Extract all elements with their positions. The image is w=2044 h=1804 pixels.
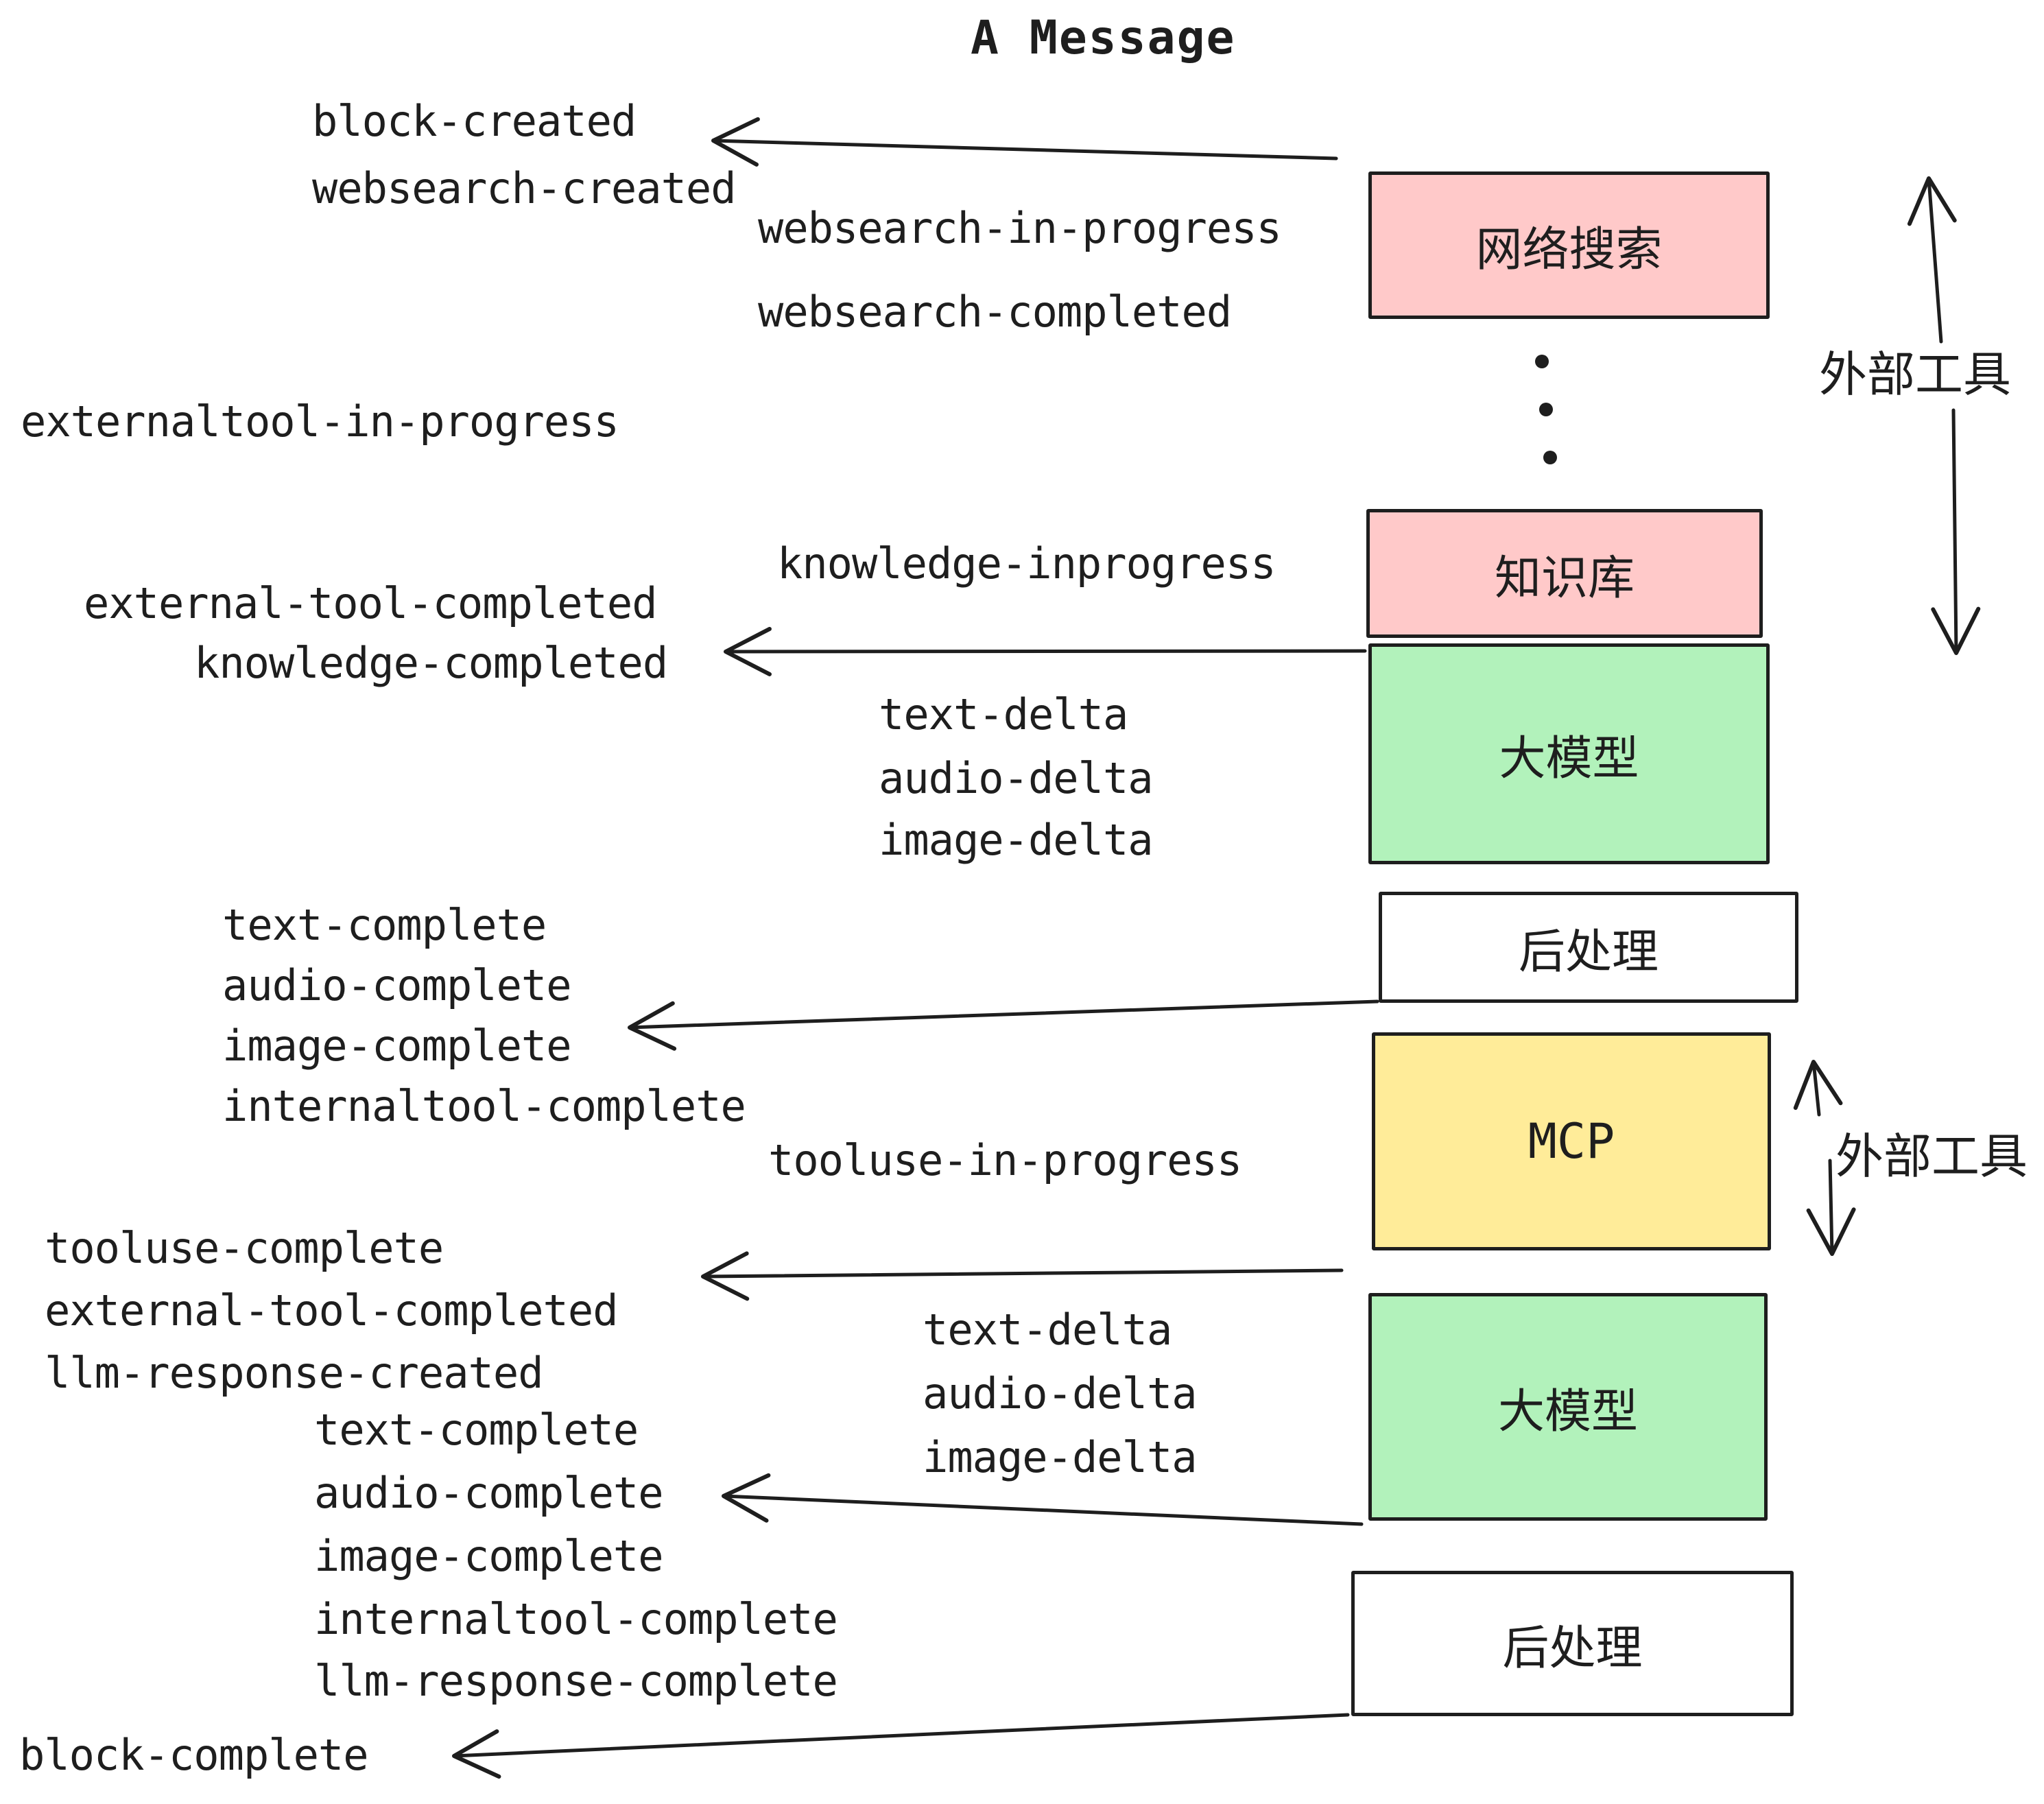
box-knowledge-base-label: 知识库 <box>1494 551 1635 604</box>
event-audio-complete-1: audio-complete <box>222 960 572 1010</box>
event-audio-delta-1: audio-delta <box>879 753 1154 803</box>
diagram-title: A Message <box>971 11 1236 65</box>
side-label-external-tools-2: 外部工具 <box>1835 1130 2028 1183</box>
event-knowledge-inprogress: knowledge-inprogress <box>777 538 1276 589</box>
event-websearch-in-progress: websearch-in-progress <box>758 203 1282 253</box>
arrow-external-tools-1-down <box>1931 408 1981 655</box>
ellipsis-dot <box>1539 403 1553 416</box>
event-external-tool-completed-1: external-tool-completed <box>84 578 658 628</box>
box-llm-2: 大模型 <box>1368 1293 1768 1521</box>
arrow-external-tools-2-down <box>1806 1159 1856 1256</box>
event-llm-response-created: llm-response-created <box>45 1348 544 1398</box>
box-mcp: MCP <box>1372 1032 1771 1250</box>
box-llm-1-label: 大模型 <box>1499 732 1639 785</box>
arrow-websearch-to-block-created <box>711 117 1338 167</box>
side-label-external-tools-1: 外部工具 <box>1819 348 2011 401</box>
event-image-delta-2: image-delta <box>923 1432 1198 1482</box>
event-websearch-created: websearch-created <box>312 163 737 213</box>
event-audio-delta-2: audio-delta <box>923 1368 1198 1419</box>
event-text-delta-1: text-delta <box>879 689 1128 739</box>
event-block-complete: block-complete <box>19 1730 369 1780</box>
event-knowledge-completed: knowledge-completed <box>194 638 668 688</box>
arrow-post1-to-image-complete <box>628 999 1379 1051</box>
ellipsis-dot <box>1543 451 1557 464</box>
box-llm-1: 大模型 <box>1368 643 1770 864</box>
event-image-complete-2: image-complete <box>314 1531 664 1581</box>
arrow-llm2-to-audio-complete <box>722 1473 1364 1526</box>
arrow-llm1-to-knowledge-completed <box>724 626 1367 676</box>
box-postprocess-2: 后处理 <box>1351 1571 1794 1716</box>
arrow-external-tools-1-up <box>1907 176 1957 344</box>
event-image-complete-1: image-complete <box>222 1021 572 1071</box>
event-tooluse-complete: tooluse-complete <box>45 1223 444 1273</box>
event-websearch-completed: websearch-completed <box>758 287 1232 337</box>
box-knowledge-base: 知识库 <box>1366 509 1763 638</box>
event-internaltool-complete-1: internaltool-complete <box>222 1081 746 1131</box>
event-internaltool-complete-2: internaltool-complete <box>314 1594 838 1644</box>
box-postprocess-2-label: 后处理 <box>1502 1622 1643 1674</box>
event-image-delta-1: image-delta <box>879 815 1154 865</box>
event-audio-complete-2: audio-complete <box>314 1468 664 1518</box>
arrow-external-tools-2-up <box>1793 1060 1843 1117</box>
event-text-complete-2: text-complete <box>314 1405 639 1455</box>
box-mcp-label: MCP <box>1528 1113 1615 1170</box>
event-tooluse-in-progress: tooluse-in-progress <box>768 1135 1242 1185</box>
box-postprocess-1: 后处理 <box>1379 892 1798 1003</box>
ellipsis-dot <box>1535 355 1549 368</box>
event-llm-response-complete: llm-response-complete <box>314 1656 838 1706</box>
event-block-created: block-created <box>312 96 637 146</box>
event-externaltool-in-progress: externaltool-in-progress <box>21 396 619 447</box>
event-text-complete-1: text-complete <box>222 900 547 950</box>
box-websearch-label: 网络搜索 <box>1475 224 1663 276</box>
box-llm-2-label: 大模型 <box>1497 1385 1638 1438</box>
box-websearch: 网络搜索 <box>1368 171 1770 319</box>
box-postprocess-1-label: 后处理 <box>1518 925 1659 978</box>
event-text-delta-2: text-delta <box>923 1305 1172 1355</box>
event-external-tool-completed-2: external-tool-completed <box>45 1285 619 1336</box>
arrow-post2-to-block-complete <box>452 1713 1350 1779</box>
arrow-mcp-to-external-tool-completed <box>701 1251 1344 1301</box>
